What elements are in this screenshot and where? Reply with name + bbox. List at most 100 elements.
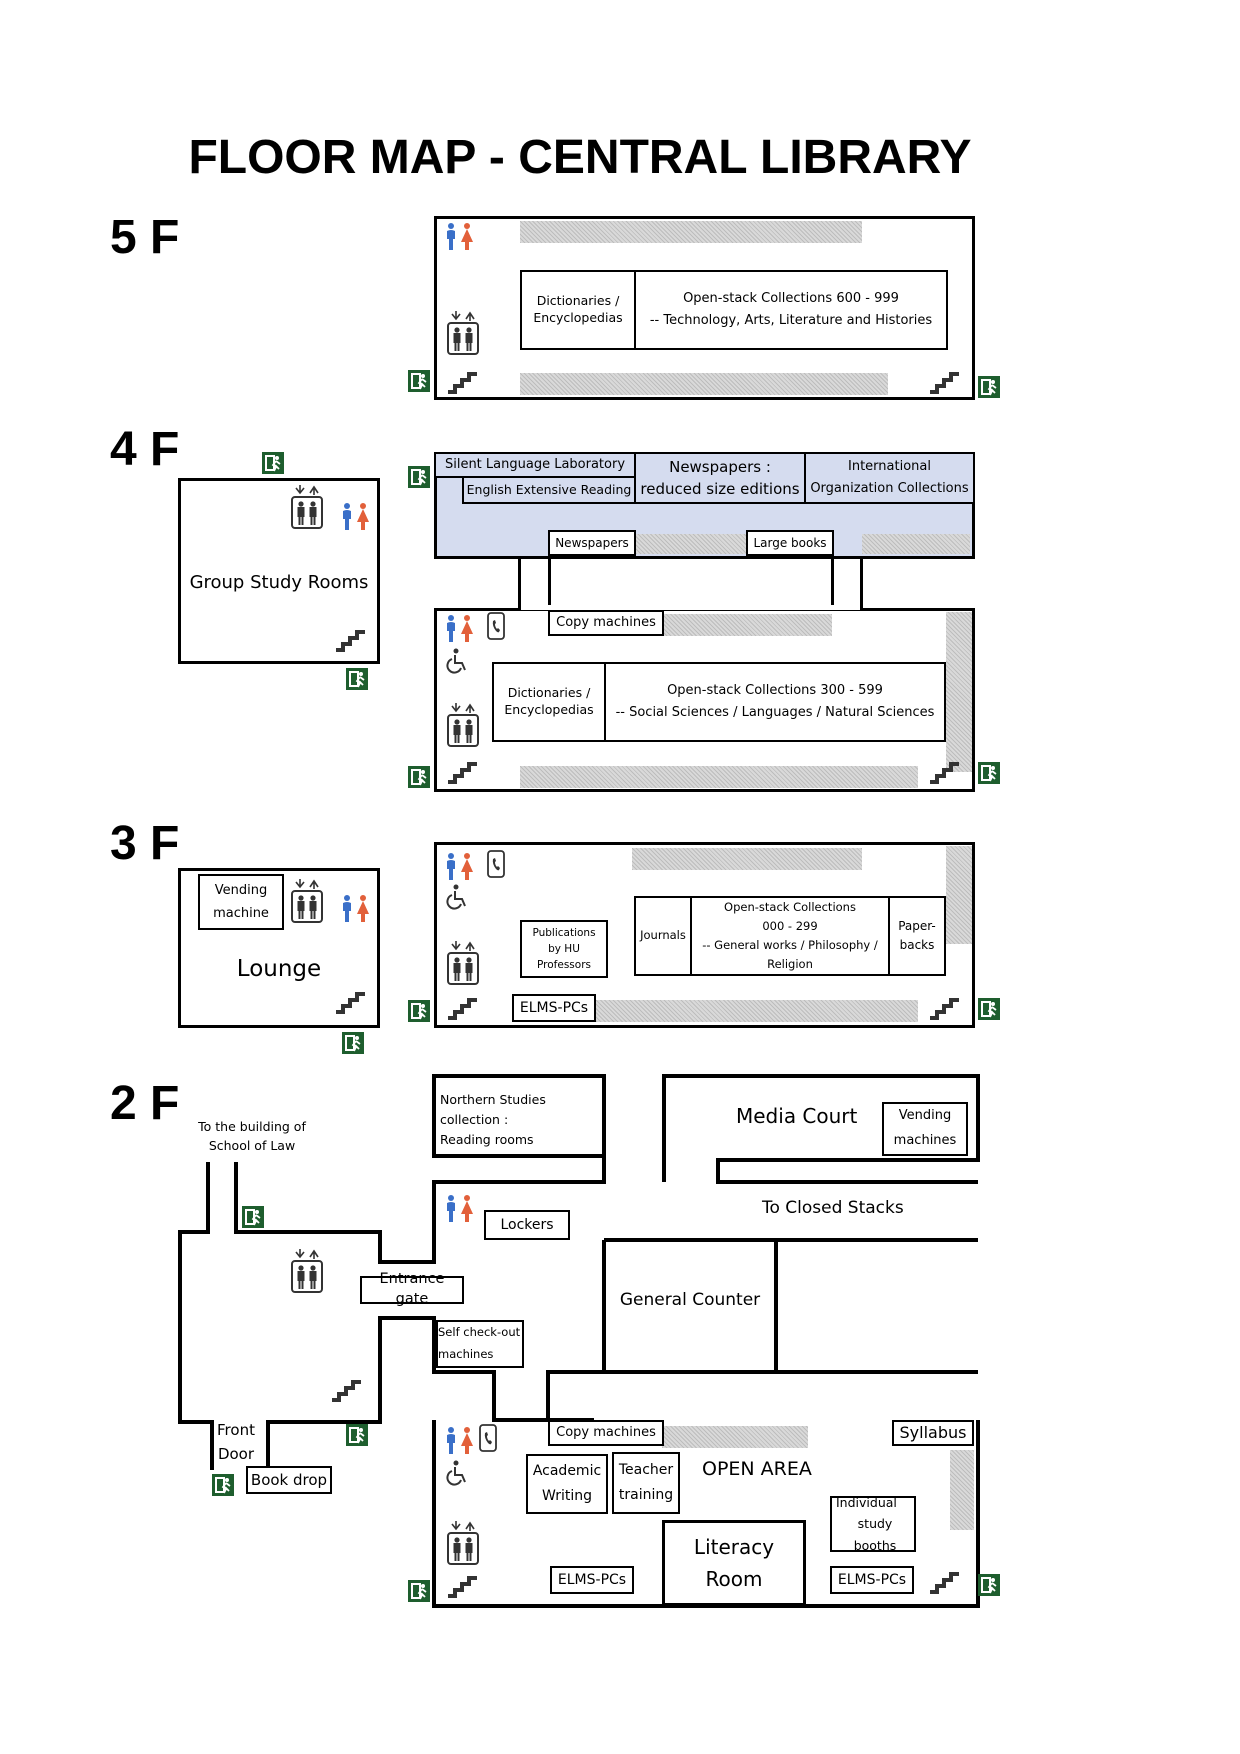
stacks-newspapers (636, 534, 748, 554)
newspapers-box: Newspapers (548, 530, 636, 556)
to-law-line-2: School of Law (208, 1137, 296, 1153)
stairs-icon (446, 1574, 480, 1598)
stacks-top (632, 848, 862, 870)
academic-writing-line-1: Academic (532, 1462, 602, 1479)
paperbacks-line-1: Paper- (898, 918, 936, 933)
phone-icon (478, 1424, 498, 1452)
newspapers-reduced-line-2: reduced size editions (640, 480, 800, 498)
stacks-east-wall (946, 846, 972, 944)
self-checkout-machines: Self check-out machines (436, 1320, 524, 1368)
floor-label-3f: 3 F (110, 817, 180, 870)
dictionaries-line-1: Dictionaries / (507, 685, 591, 701)
vending-machines-2f: Vending machines (882, 1102, 968, 1156)
copy-machines-label: Copy machines (556, 1425, 656, 1441)
teacher-training: Teacher training (612, 1452, 680, 1514)
copy-machines-label: Copy machines (556, 615, 656, 631)
floor-label-4f: 4 F (110, 423, 180, 476)
elms-pcs-3f: ELMS-PCs (512, 994, 596, 1022)
literacy-room: Literacy Room (662, 1520, 806, 1606)
stacks-top (520, 221, 862, 243)
floor-label-2f: 2 F (110, 1077, 180, 1130)
vending-line-1: Vending (214, 882, 268, 898)
collection-line-2: -- Social Sciences / Languages / Natural… (615, 705, 935, 720)
open-stack-collection-5f: Open-stack Collections 600 - 999 -- Tech… (634, 270, 948, 350)
elms-pcs-2f-right: ELMS-PCs (830, 1566, 914, 1594)
to-school-of-law: To the building of School of Law (188, 1118, 316, 1156)
paperbacks-box: Paper- backs (888, 896, 946, 976)
intl-org-line-2: Organization Collections (810, 481, 969, 496)
northern-line-2: collection : (440, 1112, 509, 1127)
individual-study-booths: Individual study booths (830, 1495, 916, 1553)
stairs-icon (928, 1570, 962, 1594)
journals-label: Journals (640, 928, 686, 943)
accessible-icon (444, 1460, 468, 1486)
to-closed-stacks: To Closed Stacks (762, 1198, 904, 1218)
emergency-exit-icon (212, 1474, 234, 1496)
open-stack-collection-3f: Open-stack Collections 000 - 299 -- Gene… (690, 896, 890, 976)
publications-line-1: Publications (532, 926, 596, 939)
to-law-line-1: To the building of (198, 1119, 306, 1134)
newspapers-label: Newspapers (555, 535, 629, 550)
teacher-training-line-1: Teacher (618, 1461, 674, 1478)
group-study-rooms-box (178, 478, 380, 664)
silent-lab-label: Silent Language Laboratory (444, 457, 626, 473)
publications-by-hu-professors: Publications by HU Professors (520, 920, 608, 978)
northern-studies-collection: Northern Studies collection : Reading ro… (440, 1090, 546, 1150)
elms-pcs-2f-left: ELMS-PCs (550, 1566, 634, 1594)
restroom-icon (442, 1426, 476, 1456)
booths-line-1: Individual (836, 1495, 897, 1511)
group-study-rooms-label: Group Study Rooms (189, 572, 369, 593)
vending-line-2: machine (213, 906, 269, 921)
dictionaries-box-5f: Dictionaries / Encyclopedias (520, 270, 636, 350)
vending-line-2: machines (893, 1133, 957, 1148)
entrance-gate: Entrance gate (360, 1271, 464, 1307)
open-area-label: OPEN AREA (702, 1458, 812, 1480)
publications-line-2: by HU (548, 942, 580, 955)
entrance-gate-label: Entrance gate (379, 1271, 445, 1307)
vending-line-1: Vending (898, 1108, 952, 1124)
collection-line-4: Religion (767, 956, 813, 971)
self-checkout-line-1: Self check-out (438, 1325, 521, 1340)
emergency-exit-icon (346, 1424, 368, 1446)
elms-right-label: ELMS-PCs (837, 1571, 907, 1588)
newspapers-reduced-editions: Newspapers : reduced size editions (634, 452, 806, 504)
lounge-label: Lounge (236, 956, 322, 982)
journals-box: Journals (634, 896, 692, 976)
open-stack-collection-4f: Open-stack Collections 300 - 599 -- Soci… (604, 662, 946, 742)
booths-line-2: study booths (853, 1516, 897, 1553)
self-checkout-line-2: machines (438, 1347, 494, 1361)
syllabus-box: Syllabus (892, 1420, 974, 1446)
literacy-room-line-2: Room (705, 1567, 763, 1591)
large-books-label: Large books (753, 535, 827, 550)
dictionaries-line-1: Dictionaries / (536, 293, 620, 309)
english-extensive-reading: English Extensive Reading (462, 476, 636, 504)
intl-org-line-1: International (848, 458, 931, 474)
media-court-label: Media Court (736, 1104, 858, 1128)
stacks-east-wall (946, 612, 972, 772)
stacks-bottom (520, 373, 888, 395)
front-door-label: Front Door (208, 1418, 264, 1466)
elms-label: ELMS-PCs (519, 999, 589, 1016)
northern-line-1: Northern Studies (440, 1092, 546, 1107)
academic-writing: Academic Writing (526, 1454, 608, 1514)
stacks-east-wall (950, 1450, 974, 1530)
syllabus-label: Syllabus (899, 1423, 967, 1443)
general-counter-label: General Counter (619, 1290, 761, 1310)
central-room-4f (548, 556, 834, 610)
literacy-room-line-1: Literacy (693, 1535, 775, 1559)
large-books-box: Large books (746, 530, 834, 556)
front-door-line-2: Door (217, 1445, 255, 1463)
newspapers-reduced-line-1: Newspapers : (669, 457, 771, 476)
wall (860, 556, 863, 610)
stacks-bottom (520, 766, 918, 788)
academic-writing-line-2: Writing (542, 1488, 592, 1504)
collection-line-1: Open-stack Collections 300 - 599 (667, 682, 883, 698)
northern-line-3: Reading rooms (440, 1132, 534, 1147)
wall-corner (518, 608, 521, 611)
stacks-bottom (592, 1000, 918, 1022)
publications-line-3: Professors (537, 959, 591, 972)
dictionaries-line-2: Encyclopedias (533, 310, 623, 325)
copy-machines-4f: Copy machines (548, 610, 664, 636)
english-reading-label: English Extensive Reading (466, 481, 632, 497)
